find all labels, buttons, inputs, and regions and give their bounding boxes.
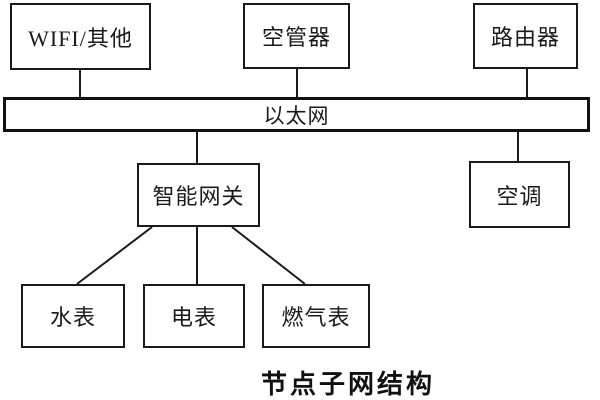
- node-gateway: 智能网关: [137, 163, 260, 227]
- node-wifi: WIFI/其他: [10, 3, 151, 70]
- node-electric-meter: 电表: [143, 284, 245, 348]
- node-air-conditioner: 空调: [469, 161, 570, 228]
- connector-gateway-gas: [231, 226, 306, 285]
- node-water-meter: 水表: [21, 284, 125, 348]
- connector-gateway-water: [76, 226, 153, 285]
- diagram-caption: 节点子网结构: [260, 369, 436, 399]
- node-router: 路由器: [473, 3, 578, 69]
- node-gas-meter: 燃气表: [262, 284, 370, 348]
- ethernet-bus: 以太网: [3, 97, 590, 132]
- node-air-controller: 空管器: [243, 3, 350, 69]
